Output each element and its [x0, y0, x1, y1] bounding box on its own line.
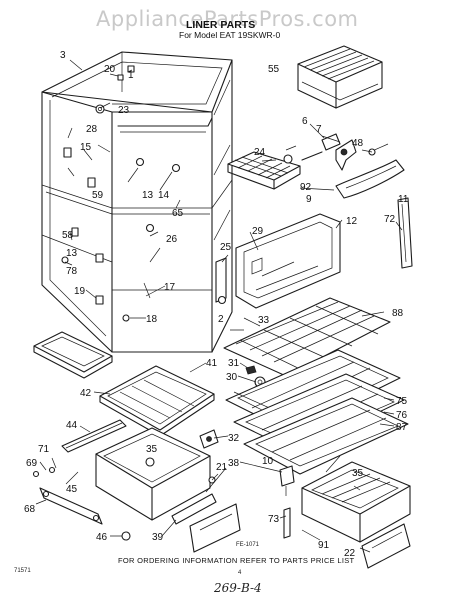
crisper-side-rail-68	[32, 457, 103, 525]
callout-21: 21	[216, 462, 228, 473]
watermark-text: AppliancePartsPros.com	[96, 7, 359, 31]
callout-71: 71	[38, 444, 50, 455]
callout-24: 24	[254, 147, 266, 158]
callout-13a: 13	[142, 190, 154, 201]
fan-and-icemaker-assembly	[283, 133, 405, 199]
callout-58: 58	[62, 230, 74, 241]
callout-18: 18	[146, 314, 158, 325]
figure-code: FE-1071	[236, 542, 260, 548]
callout-6: 6	[302, 116, 308, 127]
callout-12: 12	[346, 216, 358, 227]
ice-cube-tray	[227, 151, 301, 190]
hinge-bracket-25	[215, 257, 227, 305]
callout-26: 26	[166, 234, 178, 245]
callout-10: 10	[262, 456, 274, 467]
drawer-front-22	[361, 523, 411, 569]
crisper-slide-rail-44	[61, 419, 127, 453]
wire-shelf-freezer-top	[297, 45, 383, 109]
callout-7: 7	[316, 124, 322, 135]
callout-69: 69	[26, 458, 38, 469]
callout-14: 14	[158, 190, 170, 201]
callout-48: 48	[352, 138, 364, 149]
model-subtitle: For Model EAT 19SKWR-0	[179, 30, 281, 40]
callout-leader-lines	[35, 59, 403, 553]
callout-44: 44	[66, 420, 78, 431]
callout-13b: 13	[66, 248, 78, 259]
callout-88: 88	[392, 308, 404, 319]
callout-19: 19	[74, 286, 86, 297]
callout-2: 2	[218, 314, 224, 325]
callout-39: 39	[152, 532, 164, 543]
callout-92: 92	[300, 182, 312, 193]
callout-11: 11	[398, 194, 409, 205]
callout-35b: 35	[352, 468, 364, 479]
callout-91: 91	[318, 540, 330, 551]
callout-25: 25	[220, 242, 232, 253]
callout-32: 32	[228, 433, 240, 444]
glass-shelf-87	[243, 397, 409, 475]
callout-17: 17	[164, 282, 176, 293]
callout-72: 72	[384, 214, 396, 225]
callout-29: 29	[252, 226, 264, 237]
callout-41: 41	[206, 358, 218, 369]
trim-strip-72	[397, 197, 413, 269]
page-number: 4	[238, 570, 242, 576]
ordering-note: FOR ORDERING INFORMATION REFER TO PARTS …	[118, 556, 355, 565]
callout-65: 65	[172, 208, 184, 219]
callout-15: 15	[80, 142, 92, 153]
callout-59: 59	[92, 190, 104, 201]
callout-labels: 3 20 1 23 28 15 59 13 14 65 58 13 78 26 …	[24, 50, 409, 559]
meat-keeper-drawer-91	[301, 461, 411, 543]
callout-31: 31	[228, 358, 240, 369]
callout-68: 68	[24, 504, 36, 515]
callout-38: 38	[228, 458, 240, 469]
callout-23: 23	[118, 105, 130, 116]
callout-55: 55	[268, 64, 280, 75]
crisper-drawer-45	[95, 427, 211, 521]
handwritten-note: 269-B-4	[213, 581, 262, 595]
callout-76: 76	[396, 410, 408, 421]
callout-22: 22	[344, 548, 356, 559]
callout-75: 75	[396, 396, 408, 407]
callout-42: 42	[80, 388, 92, 399]
crisper-cover-glass-41	[99, 365, 215, 437]
thermostat-control-parts	[279, 465, 295, 539]
callout-33: 33	[258, 315, 270, 326]
callout-28: 28	[86, 124, 98, 135]
callout-35a: 35	[146, 444, 158, 455]
callout-87: 87	[396, 422, 408, 433]
evaporator-cover-panel	[235, 213, 341, 309]
callout-20: 20	[104, 64, 116, 75]
callout-9: 9	[306, 194, 312, 205]
corner-code: 71571	[14, 568, 31, 574]
diagram-title: LINER PARTS	[186, 19, 255, 31]
callout-45: 45	[66, 484, 78, 495]
callout-46: 46	[96, 532, 108, 543]
callout-78: 78	[66, 266, 78, 277]
callout-73: 73	[268, 514, 280, 525]
refrigerator-liner-cabinet	[41, 51, 233, 353]
callout-3: 3	[60, 50, 66, 61]
callout-30: 30	[226, 372, 238, 383]
wire-shelf-88	[223, 297, 391, 377]
callout-1: 1	[128, 70, 134, 81]
shelf-bracket-32	[199, 429, 219, 449]
drawer-front-and-rollers	[121, 476, 241, 553]
drip-tray-42	[33, 331, 113, 379]
